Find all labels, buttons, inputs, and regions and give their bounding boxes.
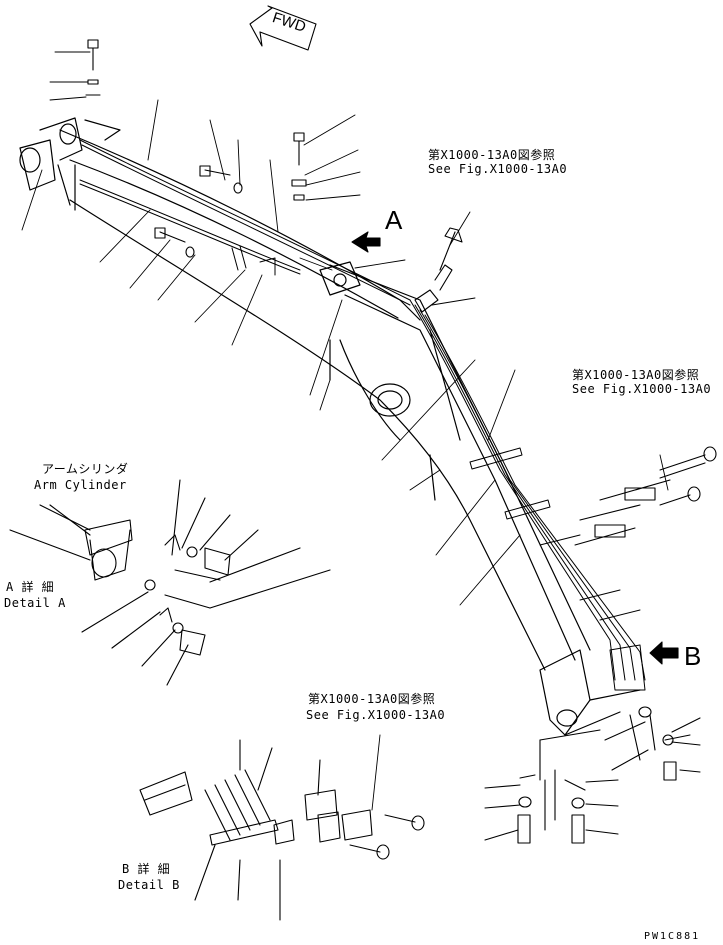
detail-a-en: Detail A	[4, 596, 66, 610]
arm-cylinder-jp: アームシリンダ	[42, 462, 129, 476]
detail-foot-assembly	[484, 706, 701, 844]
drawing-code: PW1C881	[644, 931, 701, 942]
ref3-en: See Fig.X1000-13A0	[306, 708, 446, 722]
detail-a-assembly	[9, 479, 331, 686]
view-b-label: B	[684, 641, 702, 671]
arm-cylinder-en: Arm Cylinder	[34, 478, 127, 492]
view-arrow-a-icon	[351, 231, 381, 253]
view-a-label: A	[385, 205, 403, 235]
ref1-jp: 第X1000-13A0図参照	[428, 148, 556, 162]
ref2-jp: 第X1000-13A0図参照	[572, 368, 700, 382]
ref2-en: See Fig.X1000-13A0	[572, 382, 712, 396]
view-arrow-b-icon	[649, 641, 679, 665]
bolt-group-right	[574, 446, 717, 546]
hydraulic-lines	[79, 139, 646, 691]
ref-bolt-a	[414, 227, 463, 313]
ref3-jp: 第X1000-13A0図参照	[308, 692, 436, 706]
bolt-group-top	[85, 39, 307, 258]
detail-b-en: Detail B	[118, 878, 180, 892]
leader-lines	[21, 51, 669, 811]
detail-b-assembly	[139, 739, 425, 921]
fwd-arrow-icon	[249, 5, 317, 51]
detail-b-jp: B 詳 細	[122, 862, 171, 876]
boom	[19, 117, 641, 736]
detail-a-jp: A 詳 細	[6, 580, 55, 594]
ref1-en: See Fig.X1000-13A0	[428, 162, 568, 176]
